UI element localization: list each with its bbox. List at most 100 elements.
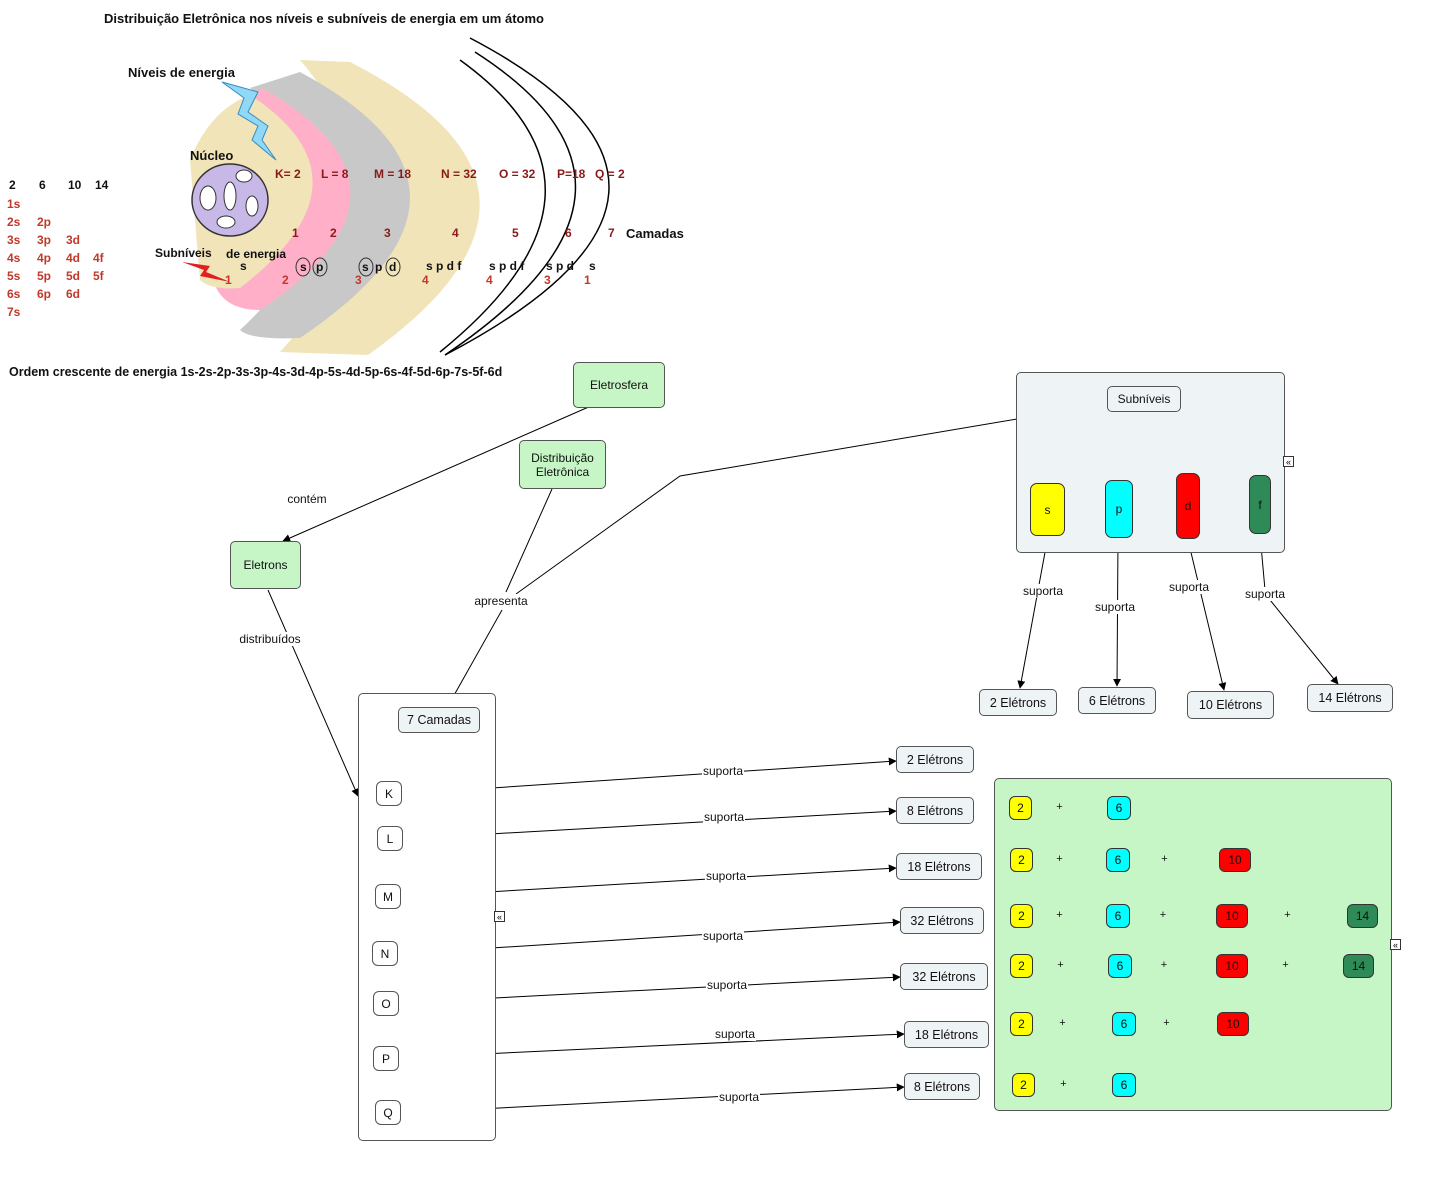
link-label-suporta: suporta [705, 978, 749, 992]
subshell-count: 1 [584, 273, 591, 287]
camadas-label: Camadas [626, 226, 684, 241]
sum-value-box[interactable]: 6 [1108, 954, 1132, 978]
shell-number: 3 [384, 226, 391, 240]
subshell-letters: s [240, 259, 247, 273]
table-cell: 3s [7, 233, 21, 247]
link-label-suporta: suporta [1021, 584, 1065, 598]
sum-value-box[interactable]: 6 [1112, 1012, 1136, 1036]
sum-value-box[interactable]: 10 [1216, 954, 1248, 978]
node-eletrons[interactable]: Eletrons [230, 541, 301, 589]
node-layer-capacity[interactable]: 18 Elétrons [904, 1021, 989, 1048]
sum-value-box[interactable]: 2 [1012, 1073, 1035, 1097]
collapse-icon[interactable]: « [1390, 939, 1401, 950]
link-label-suporta: suporta [713, 1027, 757, 1041]
plus-sign: + [1056, 801, 1063, 813]
subshell-count: 3 [544, 273, 551, 287]
table-cell: 3d [66, 233, 81, 247]
subshell-letters: s p d f [489, 259, 525, 273]
node-subshell-p[interactable]: p [1105, 480, 1133, 538]
link-label-apresenta: apresenta [473, 594, 529, 608]
sum-value-box[interactable]: 2 [1010, 954, 1033, 978]
node-layer-n[interactable]: N [372, 941, 398, 966]
node-layer-capacity[interactable]: 8 Elétrons [904, 1073, 980, 1100]
node-subshell-capacity[interactable]: 6 Elétrons [1078, 687, 1156, 714]
node-layer-capacity[interactable]: 32 Elétrons [900, 907, 984, 934]
node-layer-capacity[interactable]: 32 Elétrons [900, 963, 988, 990]
link-label-distribuidos: distribuídos [238, 632, 302, 646]
shell-number: 7 [608, 226, 615, 240]
sum-value-box[interactable]: 10 [1216, 904, 1248, 928]
energy-order-text: Ordem crescente de energia 1s-2s-2p-3s-3… [9, 365, 503, 379]
node-layer-o[interactable]: O [373, 991, 399, 1016]
plus-sign: + [1057, 959, 1064, 971]
shell-l [215, 88, 351, 310]
node-subniveis[interactable]: Subníveis [1107, 386, 1181, 412]
node-layer-p[interactable]: P [373, 1046, 399, 1071]
node-layer-l[interactable]: L [377, 826, 403, 851]
table-cell: 6p [37, 287, 52, 301]
shell-number: 6 [565, 226, 572, 240]
sum-value-box[interactable]: 2 [1010, 904, 1033, 928]
sum-value-box[interactable]: 2 [1010, 1012, 1033, 1036]
subshell-letters: p [316, 260, 324, 274]
table-cell: 2s [7, 215, 21, 229]
shell-arc-p [444, 51, 577, 356]
node-layer-capacity[interactable]: 2 Elétrons [896, 746, 974, 773]
sum-value-box[interactable]: 14 [1347, 904, 1378, 928]
plus-sign: + [1163, 1017, 1170, 1029]
node-subshell-d[interactable]: d [1176, 473, 1200, 539]
node-7-camadas[interactable]: 7 Camadas [398, 707, 480, 733]
sum-value-box[interactable]: 10 [1219, 848, 1251, 872]
plus-sign: + [1282, 959, 1289, 971]
node-subshell-capacity[interactable]: 2 Elétrons [979, 689, 1057, 716]
sum-value-box[interactable]: 6 [1112, 1073, 1136, 1097]
shell-number: 2 [330, 226, 337, 240]
plus-sign: + [1056, 853, 1063, 865]
sum-value-box[interactable]: 2 [1010, 848, 1033, 872]
sum-value-box[interactable]: 10 [1217, 1012, 1249, 1036]
sum-value-box[interactable]: 14 [1343, 954, 1374, 978]
node-eletrosfera[interactable]: Eletrosfera [573, 362, 665, 408]
shell-label-k: K= 2 [275, 167, 301, 181]
shell-label-p: P=18 [557, 167, 586, 181]
subshell-count: 1 [225, 273, 232, 287]
node-distribuicao-eletronica[interactable]: Distribuição Eletrônica [519, 440, 606, 489]
node-layer-k[interactable]: K [376, 781, 402, 806]
group-camadas [358, 693, 496, 1141]
node-layer-m[interactable]: M [375, 884, 401, 909]
table-cell: 5p [37, 269, 52, 283]
subshell-letters: p [375, 260, 383, 274]
subshell-letters: d [389, 260, 397, 274]
table-header-cell: 10 [68, 178, 82, 192]
node-subshell-capacity[interactable]: 10 Elétrons [1187, 691, 1274, 719]
table-cell: 2p [37, 215, 52, 229]
node-layer-capacity[interactable]: 8 Elétrons [896, 797, 974, 824]
table-cell: 4s [7, 251, 21, 265]
collapse-icon[interactable]: « [1283, 456, 1294, 467]
link-label-suporta: suporta [1243, 587, 1287, 601]
shell-arc-q [444, 37, 610, 356]
subshell-count: 2 [282, 273, 289, 287]
node-layer-q[interactable]: Q [375, 1100, 401, 1125]
sum-value-box[interactable]: 6 [1106, 904, 1130, 928]
node-layer-capacity[interactable]: 18 Elétrons [896, 853, 982, 880]
subshell-letters: s [300, 260, 307, 274]
sum-value-box[interactable]: 6 [1106, 848, 1130, 872]
sum-value-box[interactable]: 6 [1107, 796, 1131, 820]
plus-sign: + [1159, 909, 1167, 921]
shell-label-n: N = 32 [441, 167, 477, 181]
shell-label-l: L = 8 [321, 167, 349, 181]
lightning-red-icon [182, 262, 230, 282]
node-subshell-s[interactable]: s [1030, 483, 1065, 536]
subshell-count: 4 [422, 273, 429, 287]
page-title: Distribuição Eletrônica nos níveis e sub… [104, 11, 544, 26]
collapse-icon[interactable]: « [494, 911, 505, 922]
node-subshell-f[interactable]: f [1249, 475, 1271, 534]
subshell-count: 4 [486, 273, 493, 287]
table-cell: 6s [7, 287, 21, 301]
shell-number: 4 [452, 226, 459, 240]
node-subshell-capacity[interactable]: 14 Elétrons [1307, 684, 1393, 712]
nucleo-label: Núcleo [190, 148, 234, 163]
link-label-suporta: suporta [702, 810, 746, 824]
sum-value-box[interactable]: 2 [1009, 796, 1032, 820]
